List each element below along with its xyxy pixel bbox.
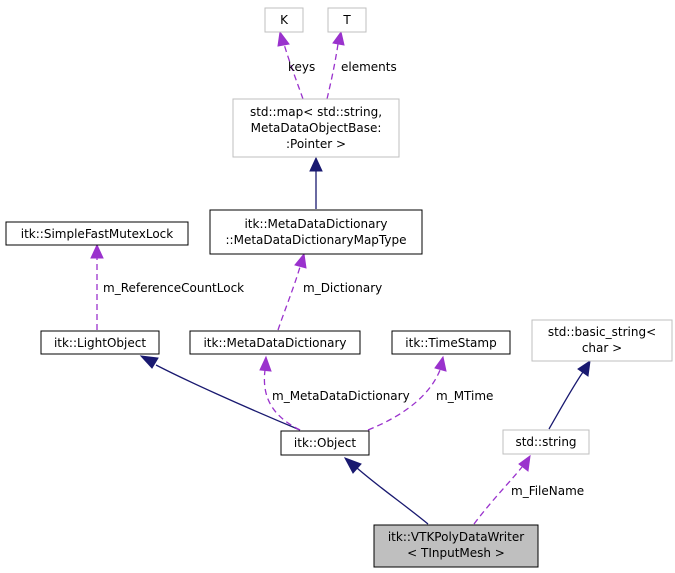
node-std-string-label: std::string xyxy=(515,435,576,449)
node-k-label: K xyxy=(280,13,289,27)
edge-label-reference-count-lock: m_ReferenceCountLock xyxy=(103,281,244,295)
edge-label-metadata-dictionary: m_MetaDataDictionary xyxy=(272,389,410,403)
node-light-object[interactable]: itk::LightObject xyxy=(40,330,160,355)
edge-label-elements: elements xyxy=(341,60,397,74)
node-simple-fast-mutex-lock[interactable]: itk::SimpleFastMutexLock xyxy=(5,221,189,246)
edge-metadata-dictionary: m_MetaDataDictionary xyxy=(259,355,410,431)
node-vtk-polydata-writer[interactable]: itk::VTKPolyDataWriter < TInputMesh > xyxy=(373,524,539,568)
node-k[interactable]: K xyxy=(264,7,304,33)
node-writer-line-2: < TInputMesh > xyxy=(407,546,505,560)
node-basic-string-line-2: char > xyxy=(582,341,622,355)
node-time-stamp-label: itk::TimeStamp xyxy=(405,336,496,350)
node-std-map-line-1: std::map< std::string, xyxy=(250,105,382,119)
node-map-type-line-2: ::MetaDataDictionaryMapType xyxy=(226,233,407,247)
node-basic-string[interactable]: std::basic_string< char > xyxy=(531,319,673,362)
edge-writer-to-object xyxy=(343,457,429,525)
node-std-string[interactable]: std::string xyxy=(502,429,590,455)
node-t-label: T xyxy=(342,13,351,27)
edge-label-dictionary: m_Dictionary xyxy=(303,281,382,295)
edge-mtime: m_MTime xyxy=(367,355,493,431)
edge-label-keys: keys xyxy=(288,60,315,74)
edge-label-mtime: m_MTime xyxy=(436,389,493,403)
edge-elements: elements xyxy=(326,30,397,100)
node-time-stamp[interactable]: itk::TimeStamp xyxy=(391,330,511,355)
edge-object-to-lightobject xyxy=(139,355,301,431)
node-object-label: itk::Object xyxy=(294,436,356,450)
node-map-type-line-1: itk::MetaDataDictionary xyxy=(244,217,387,231)
node-metadata-dictionary-map-type[interactable]: itk::MetaDataDictionary ::MetaDataDictio… xyxy=(209,209,423,255)
node-std-map[interactable]: std::map< std::string, MetaDataObjectBas… xyxy=(232,98,400,158)
node-t[interactable]: T xyxy=(327,7,367,33)
node-metadata-dictionary-label: itk::MetaDataDictionary xyxy=(203,336,346,350)
node-writer-line-1: itk::VTKPolyDataWriter xyxy=(388,530,524,544)
node-std-map-line-2: MetaDataObjectBase: xyxy=(251,121,382,135)
edge-keys: keys xyxy=(277,30,315,100)
node-metadata-dictionary[interactable]: itk::MetaDataDictionary xyxy=(189,330,361,355)
edge-dictionary: m_Dictionary xyxy=(277,252,382,331)
node-basic-string-line-1: std::basic_string< xyxy=(548,325,656,339)
node-light-object-label: itk::LightObject xyxy=(54,336,146,350)
edge-reference-count-lock: m_ReferenceCountLock xyxy=(90,243,244,330)
edge-file-name: m_FileName xyxy=(473,454,584,525)
edge-basic-string-to-string xyxy=(548,359,591,430)
node-object[interactable]: itk::Object xyxy=(280,430,370,456)
edge-label-file-name: m_FileName xyxy=(511,484,584,498)
edge-maptype-to-map xyxy=(309,156,323,209)
node-mutex-label: itk::SimpleFastMutexLock xyxy=(21,227,174,241)
node-std-map-line-3: :Pointer > xyxy=(286,137,346,151)
